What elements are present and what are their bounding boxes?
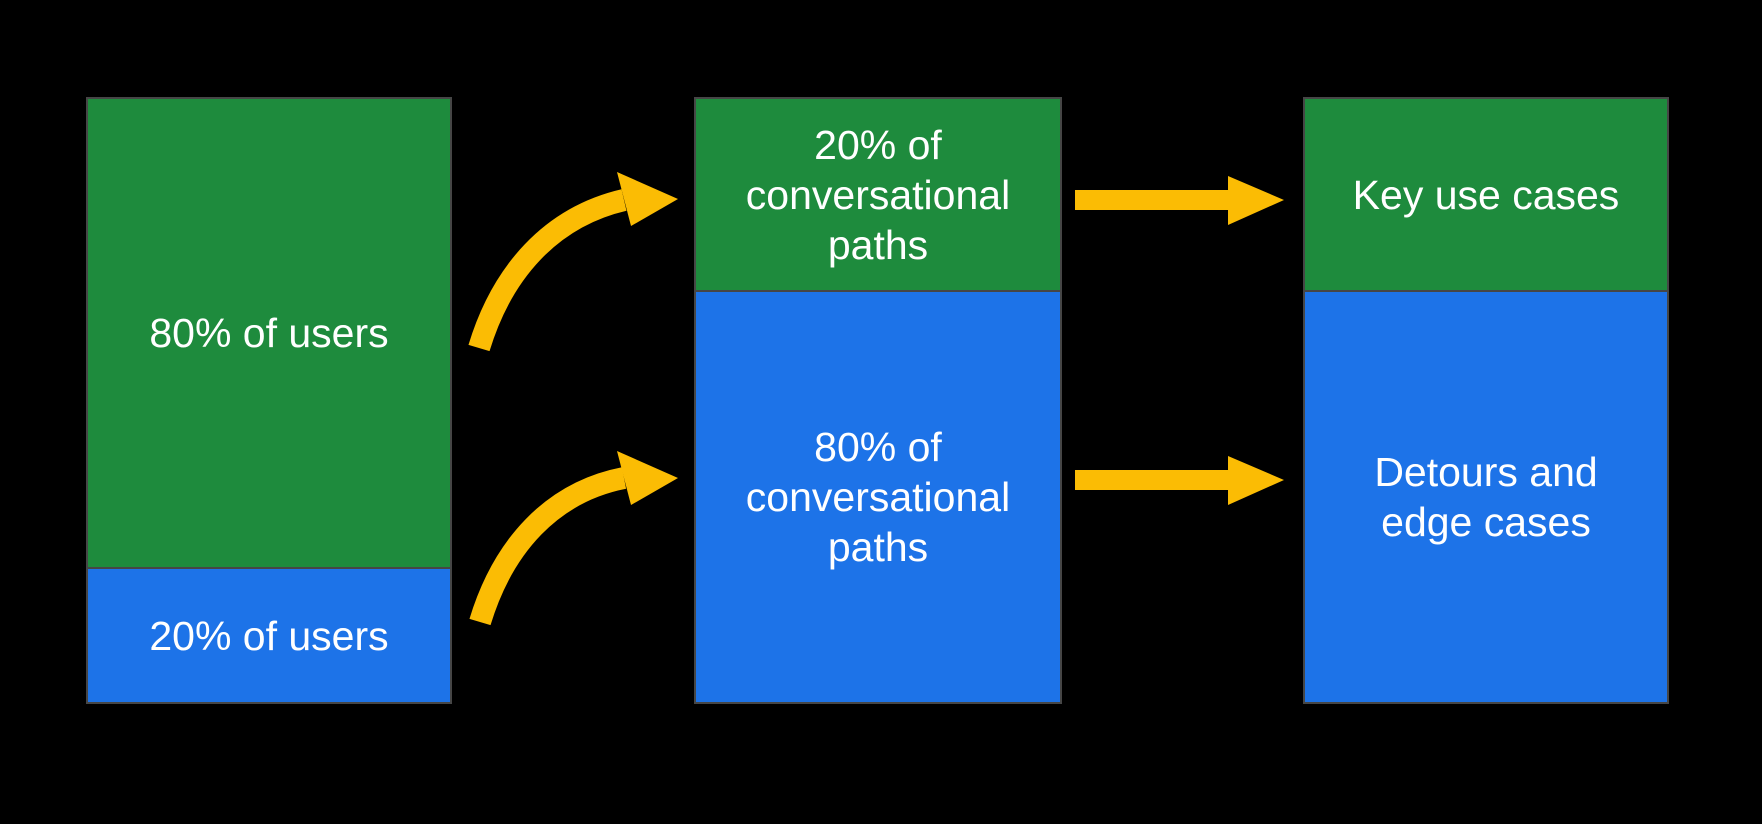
segment-users-minority: 20% of users xyxy=(88,567,450,702)
column-conversational-paths: 20% of conversational paths 80% of conve… xyxy=(694,97,1062,704)
straight-arrow-bottom-icon xyxy=(1075,456,1284,505)
curved-arrow-top-icon xyxy=(468,172,678,352)
segment-detours-edge-cases: Detours and edge cases xyxy=(1305,290,1667,702)
segment-label-line: Detours and xyxy=(1374,449,1598,495)
segment-label: 20% of users xyxy=(149,612,389,659)
segment-label: 80% of users xyxy=(149,310,389,356)
segment-paths-majority: 80% of conversational paths xyxy=(696,290,1060,702)
straight-arrow-top-icon xyxy=(1075,176,1284,225)
segment-label-line: conversational xyxy=(745,171,1011,218)
segment-label-line: paths xyxy=(827,524,929,570)
segment-label: Key use cases xyxy=(1352,171,1620,218)
segment-paths-minority: 20% of conversational paths xyxy=(696,99,1060,290)
segment-label-line: edge cases xyxy=(1381,499,1591,545)
curved-arrow-bottom-icon xyxy=(469,451,678,626)
column-users: 80% of users 20% of users xyxy=(86,97,452,704)
segment-label-line: paths xyxy=(827,221,929,268)
segment-label-line: 80% of xyxy=(814,424,942,470)
segment-label-line: 20% of xyxy=(814,121,942,168)
segment-key-use-cases: Key use cases xyxy=(1305,99,1667,290)
segment-users-majority: 80% of users xyxy=(88,99,450,567)
segment-label-line: conversational xyxy=(745,474,1011,520)
column-outcomes: Key use cases Detours and edge cases xyxy=(1303,97,1669,704)
